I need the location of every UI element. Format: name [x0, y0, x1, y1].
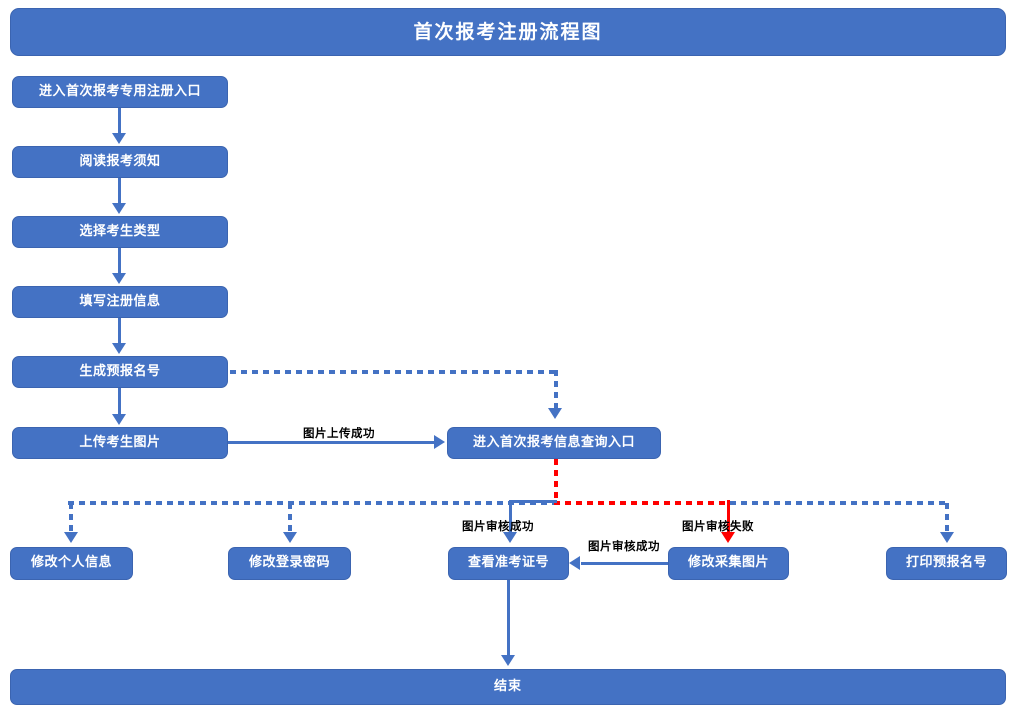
connector-generate-to-upload	[118, 388, 121, 416]
connector-failure-branch-vertical	[727, 500, 730, 534]
arrowhead-edit-photo-to-view-ticket	[569, 556, 580, 570]
connector-success-branch-horizontal	[509, 500, 557, 503]
arrowhead-generate-to-upload	[112, 414, 126, 425]
node-edit-personal-info[interactable]: 修改个人信息	[10, 547, 133, 580]
connector-view-ticket-to-end	[507, 580, 510, 656]
node-end: 结束	[10, 669, 1006, 705]
connector-query-to-bus-red	[554, 459, 558, 505]
arrowhead-upload-to-query	[434, 435, 445, 449]
connector-edit-photo-to-view-ticket	[581, 562, 669, 565]
arrowhead-view-ticket-to-end	[501, 655, 515, 666]
connector-upload-to-query	[228, 441, 436, 444]
node-view-ticket-number[interactable]: 查看准考证号	[448, 547, 569, 580]
node-print-number[interactable]: 打印预报名号	[886, 547, 1007, 580]
connector-notice-to-type	[118, 178, 121, 205]
arrowhead-notice-to-type	[112, 203, 126, 214]
edge-label-upload-success: 图片上传成功	[303, 426, 375, 440]
connector-bus-right-dotted	[730, 501, 947, 505]
arrowhead-bus-to-edit-password	[283, 532, 297, 543]
node-fill-info[interactable]: 填写注册信息	[12, 286, 228, 318]
diagram-title-bar: 首次报考注册流程图	[10, 8, 1006, 56]
arrowhead-register-to-notice	[112, 133, 126, 144]
arrowhead-bus-to-edit-personal	[64, 532, 78, 543]
edge-label-review-success-retry: 图片审核成功	[588, 539, 660, 553]
connector-bus-red-to-failure	[554, 501, 730, 505]
arrowhead-type-to-fill	[112, 273, 126, 284]
node-edit-password[interactable]: 修改登录密码	[228, 547, 351, 580]
node-edit-collected-photo[interactable]: 修改采集图片	[668, 547, 789, 580]
connector-fill-to-generate	[118, 318, 121, 345]
node-query-entry[interactable]: 进入首次报考信息查询入口	[447, 427, 661, 459]
arrowhead-generate-to-query	[548, 408, 562, 419]
connector-type-to-fill	[118, 248, 121, 275]
node-upload-photo[interactable]: 上传考生图片	[12, 427, 228, 459]
node-select-type[interactable]: 选择考生类型	[12, 216, 228, 248]
connector-generate-to-query-horizontal	[230, 370, 558, 374]
node-generate-number[interactable]: 生成预报名号	[12, 356, 228, 388]
connector-bus-left-dotted	[68, 501, 558, 505]
edge-label-review-success-main: 图片审核成功	[462, 519, 534, 533]
connector-generate-to-query-vertical	[554, 370, 558, 410]
connector-bus-to-print-number	[945, 503, 949, 534]
connector-bus-to-edit-personal	[69, 503, 73, 534]
node-read-notice[interactable]: 阅读报考须知	[12, 146, 228, 178]
edge-label-review-failed: 图片审核失败	[682, 519, 754, 533]
connector-register-to-notice	[118, 108, 121, 135]
connector-bus-to-edit-password	[288, 503, 292, 534]
arrowhead-fill-to-generate	[112, 343, 126, 354]
connector-success-branch-vertical	[509, 500, 512, 534]
arrowhead-bus-to-print-number	[940, 532, 954, 543]
arrowhead-success-to-view-ticket	[503, 532, 517, 543]
arrowhead-failure-to-edit-photo	[721, 532, 735, 543]
node-register-entry[interactable]: 进入首次报考专用注册入口	[12, 76, 228, 108]
